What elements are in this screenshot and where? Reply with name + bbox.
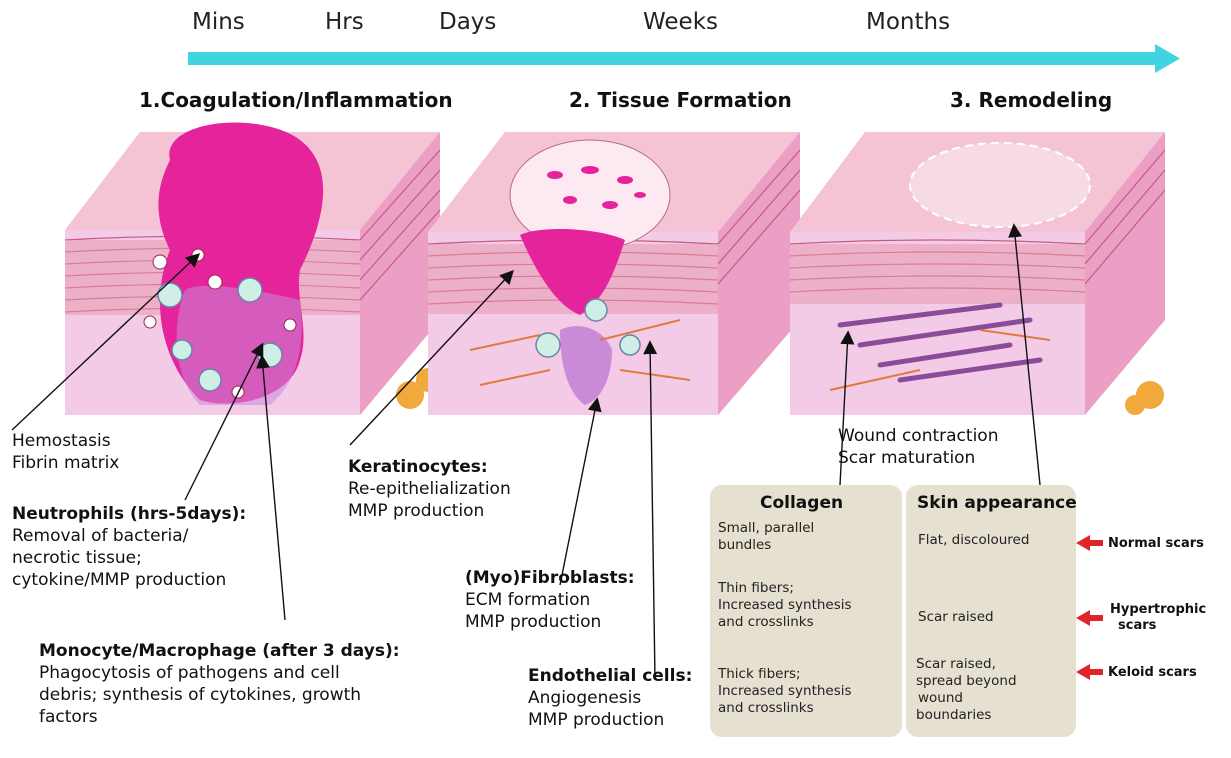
table-cell-skin: Scar raised,spread beyond woundboundarie… bbox=[916, 656, 1017, 724]
annotation-remodeling: Wound contraction Scar maturation bbox=[838, 425, 998, 469]
scar-arrows bbox=[1076, 535, 1103, 680]
scar-type-label: Keloid scars bbox=[1108, 665, 1197, 681]
phase-title: 2. Tissue Formation bbox=[569, 88, 792, 112]
annotation-macrophage: Monocyte/Macrophage (after 3 days): Phag… bbox=[39, 640, 400, 728]
table-cell-collagen: Small, parallelbundles bbox=[718, 520, 814, 554]
timeline-label: Mins bbox=[192, 9, 245, 35]
skin-block-inflammation bbox=[65, 123, 440, 415]
table-header-skin: Skin appearance bbox=[917, 493, 1077, 513]
table-cell-collagen: Thick fibers;Increased synthesisand cros… bbox=[718, 666, 852, 717]
timeline-arrow bbox=[188, 44, 1180, 73]
table-cell-skin: Scar raised bbox=[918, 609, 994, 626]
skin-block-tissue-formation bbox=[428, 132, 800, 415]
phase-title: 1.Coagulation/Inflammation bbox=[139, 88, 453, 112]
scar-type-label: Hypertrophic scars bbox=[1110, 602, 1206, 634]
table-cell-collagen: Thin fibers;Increased synthesisand cross… bbox=[718, 580, 852, 631]
annotation-hemostasis: Hemostasis Fibrin matrix bbox=[12, 430, 119, 474]
annotation-neutrophils: Neutrophils (hrs-5days): Removal of bact… bbox=[12, 503, 246, 591]
phase-title: 3. Remodeling bbox=[950, 88, 1112, 112]
timeline-label: Months bbox=[866, 9, 950, 35]
annotation-fibroblasts: (Myo)Fibroblasts: ECM formation MMP prod… bbox=[465, 567, 635, 633]
scar-type-label: Normal scars bbox=[1108, 536, 1204, 552]
table-header-collagen: Collagen bbox=[760, 493, 843, 513]
table-cell-skin: Flat, discoloured bbox=[918, 532, 1029, 549]
timeline-label: Hrs bbox=[325, 9, 364, 35]
annotation-endothelial: Endothelial cells: Angiogenesis MMP prod… bbox=[528, 665, 692, 731]
timeline-label: Weeks bbox=[643, 9, 718, 35]
timeline-label: Days bbox=[439, 9, 496, 35]
annotation-keratinocytes: Keratinocytes: Re-epithelialization MMP … bbox=[348, 456, 511, 522]
